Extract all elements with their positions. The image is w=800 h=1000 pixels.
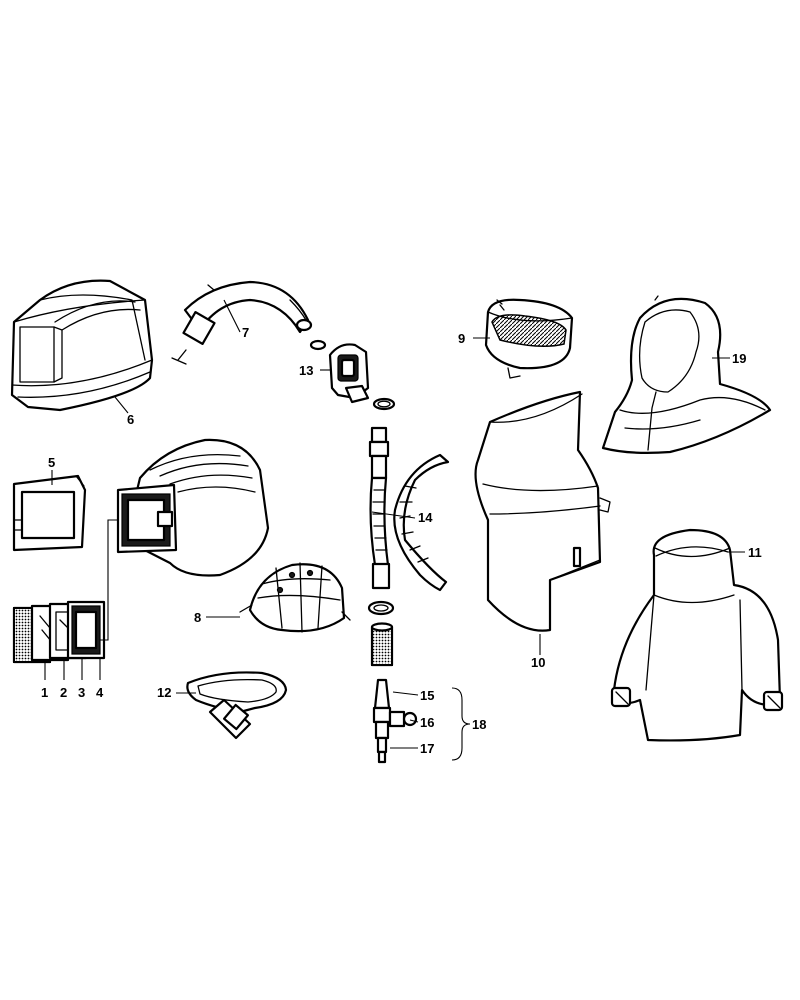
callout-12: 12: [157, 685, 171, 700]
waist-belt: [186, 671, 288, 740]
callout-2: 2: [60, 685, 67, 700]
protective-cape: [474, 390, 611, 632]
valve-housing: [328, 343, 396, 411]
callout-16: 16: [420, 715, 434, 730]
callout-labels: 1 2 3 4 5 6 7 8 9 10 11 12 13 14 15 16 1…: [41, 325, 762, 756]
air-hose: [368, 426, 450, 592]
callout-7: 7: [242, 325, 249, 340]
callout-13: 13: [299, 363, 313, 378]
leader-lines: [44, 299, 745, 761]
lens-stack: [12, 600, 106, 664]
suspension-band: [171, 280, 327, 365]
helmet-shell: [10, 279, 154, 412]
callout-3: 3: [78, 685, 85, 700]
callout-19: 19: [732, 351, 746, 366]
lens-frame: [12, 474, 87, 552]
callout-6: 6: [127, 412, 134, 427]
protective-jacket: [610, 528, 784, 742]
cape-hood: [601, 295, 772, 454]
callout-9: 9: [458, 331, 465, 346]
helmet-assembly: [116, 438, 270, 577]
callout-18: 18: [472, 717, 486, 732]
hose-fittings: [367, 600, 418, 764]
callout-17: 17: [420, 741, 434, 756]
callout-14: 14: [418, 510, 433, 525]
callout-8: 8: [194, 610, 201, 625]
callout-15: 15: [420, 688, 434, 703]
callout-4: 4: [96, 685, 104, 700]
head-harness: [239, 562, 351, 633]
callout-10: 10: [531, 655, 545, 670]
callout-5: 5: [48, 455, 55, 470]
callout-1: 1: [41, 685, 48, 700]
callout-11: 11: [748, 545, 762, 560]
neck-cuff: [484, 298, 574, 379]
